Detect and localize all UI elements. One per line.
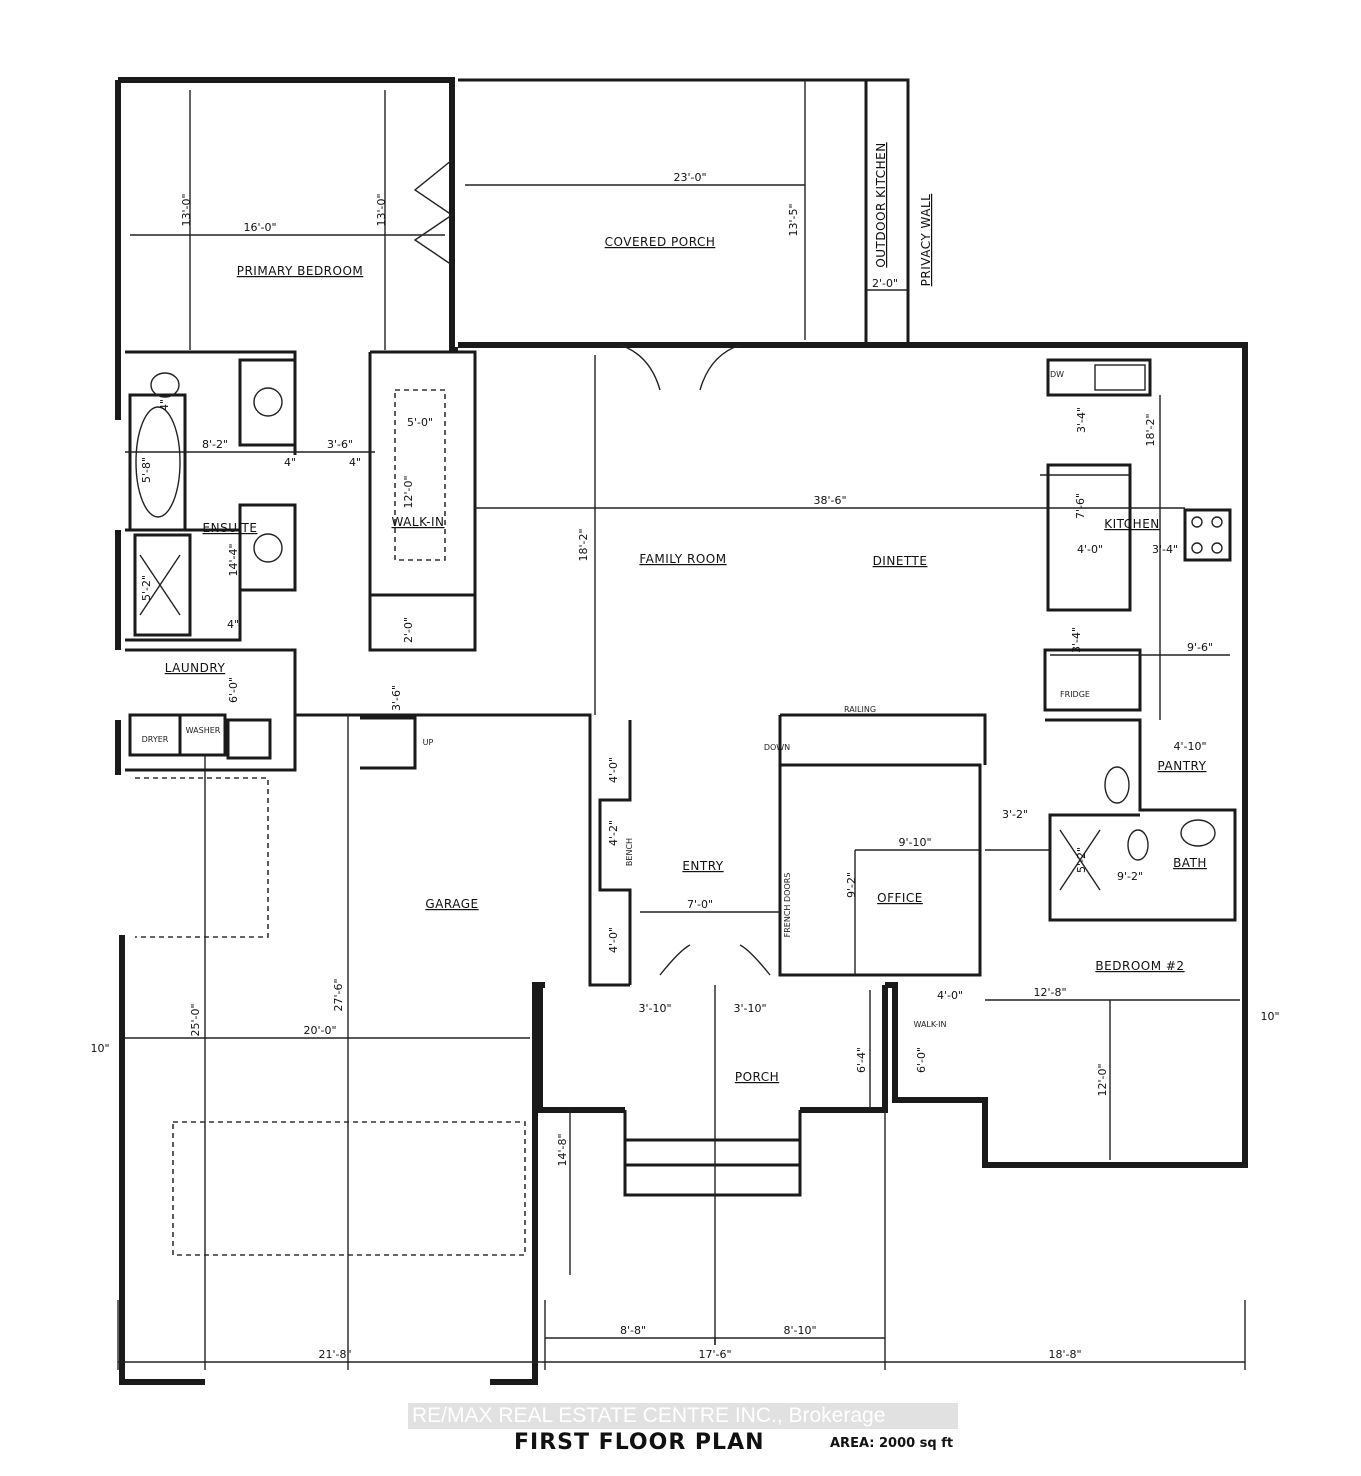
walls [115,77,1248,1385]
plan-area: AREA: 2000 sq ft [830,1436,954,1451]
dimension-label: 3'-6" [390,685,403,711]
dimension-label: 3'-10" [733,1002,766,1015]
dimension-label: 14'-8" [556,1133,569,1166]
dimension-label: 10" [1260,1010,1279,1023]
room-label: RAILING [844,705,876,714]
dimension-label: 16'-0" [243,221,276,234]
dimension-label: 27'-6" [332,978,345,1011]
dimension-label: 12'-0" [402,475,415,508]
dimension-label: 38'-6" [813,494,846,507]
dimension-label: 3'-10" [638,1002,671,1015]
dimension-label: 4" [158,399,171,411]
room-label: BATH [1173,856,1207,870]
room-label: DRYER [142,735,169,744]
room-label: PANTRY [1158,759,1207,773]
dimension-label: 4" [349,456,361,469]
fixtures [135,364,1223,891]
room-label: PORCH [735,1070,779,1084]
dimension-label: 8'-10" [783,1324,816,1337]
room-label: LAUNDRY [165,661,226,675]
room-label: FRENCH DOORS [783,873,792,938]
dimension-label: 13'-0" [180,193,193,226]
room-label: DW [1050,370,1064,379]
dimension-label: 13'-5" [787,203,800,236]
dimension-label: 2'-0" [402,617,415,643]
room-label: BEDROOM #2 [1095,959,1184,973]
dimension-label: 7'-0" [687,898,713,911]
dimension-label: 9'-2" [1117,870,1143,883]
dimension-label: 21'-8" [318,1348,351,1361]
dimension-label: 3'-2" [1002,808,1028,821]
plan-title: FIRST FLOOR PLAN [514,1430,765,1455]
room-label: UP [423,738,434,747]
dimension-label: 9'-2" [845,872,858,898]
dimension-label: 13'-0" [375,193,388,226]
room-label: OFFICE [877,891,923,905]
room-label: GARAGE [425,897,478,911]
doors [413,159,771,976]
room-label: OUTDOOR KITCHEN [874,142,888,267]
dimension-label: 6'-0" [915,1047,928,1073]
room-label: KITCHEN [1104,517,1160,531]
room-label: DOWN [764,743,790,752]
dimension-label: 25'-0" [189,1003,202,1036]
dimension-label: 3'-4" [1075,407,1088,433]
dimension-label: 5'-2" [140,575,153,601]
room-label: BENCH [625,838,634,866]
dimension-label: 3'-6" [327,438,353,451]
dimension-label: 4" [284,456,296,469]
room-label: FRIDGE [1060,690,1090,699]
dimension-label: 12'-0" [1096,1063,1109,1096]
dimension-label: 6'-4" [855,1047,868,1073]
room-label: PRIMARY BEDROOM [237,264,364,278]
dimension-label: 20'-0" [303,1024,336,1037]
dimension-label: 4'-0" [937,989,963,1002]
room-label: WALK-IN [913,1020,946,1029]
dimension-label: 6'-0" [227,677,240,703]
dimension-label: 8'-2" [202,438,228,451]
dimension-label: 5'-8" [140,457,153,483]
dimension-label: 12'-8" [1033,986,1066,999]
dimension-label: 4'-2" [607,820,620,846]
room-label: WALK-IN [391,515,444,529]
dimension-label: 5'-2" [1075,847,1088,873]
dimension-label: 10" [90,1042,109,1055]
dimension-label: 2'-0" [872,277,898,290]
dimension-label: 7'-6" [1074,493,1087,519]
dimension-label: 4'-10" [1173,740,1206,753]
dimension-label: 18'-8" [1048,1348,1081,1361]
dimension-label: 4" [227,618,239,631]
room-label: WASHER [186,726,221,735]
dimension-label: 9'-10" [898,836,931,849]
dimension-label: 3'-4" [1070,627,1083,653]
dimension-label: 18'-2" [577,528,590,561]
dimension-label: 4'-0" [607,927,620,953]
room-label: ENSUITE [203,521,258,535]
dimension-label: 4'-0" [607,757,620,783]
dimension-label: 14'-4" [227,543,240,576]
room-label: COVERED PORCH [605,235,716,249]
dimension-label: 17'-6" [698,1348,731,1361]
room-label: FAMILY ROOM [639,552,726,566]
dimension-label: 9'-6" [1187,641,1213,654]
room-label: DINETTE [873,554,928,568]
dimension-label: 23'-0" [673,171,706,184]
dimension-label: 4'-0" [1077,543,1103,556]
dimension-label: 5'-0" [407,416,433,429]
room-label: PRIVACY WALL [919,194,933,287]
dimension-label: 8'-8" [620,1324,646,1337]
labels: PRIMARY BEDROOM COVERED PORCH OUTDOOR KITC… [90,142,1279,1361]
dimension-label: 18'-2" [1144,413,1157,446]
watermark: RE/MAX REAL ESTATE CENTRE INC., Brokerag… [408,1403,958,1429]
dimension-label: 3'-4" [1152,543,1178,556]
room-label: ENTRY [682,859,723,873]
outlines-dashed [135,389,526,1256]
dimension-lines [117,80,1246,1370]
